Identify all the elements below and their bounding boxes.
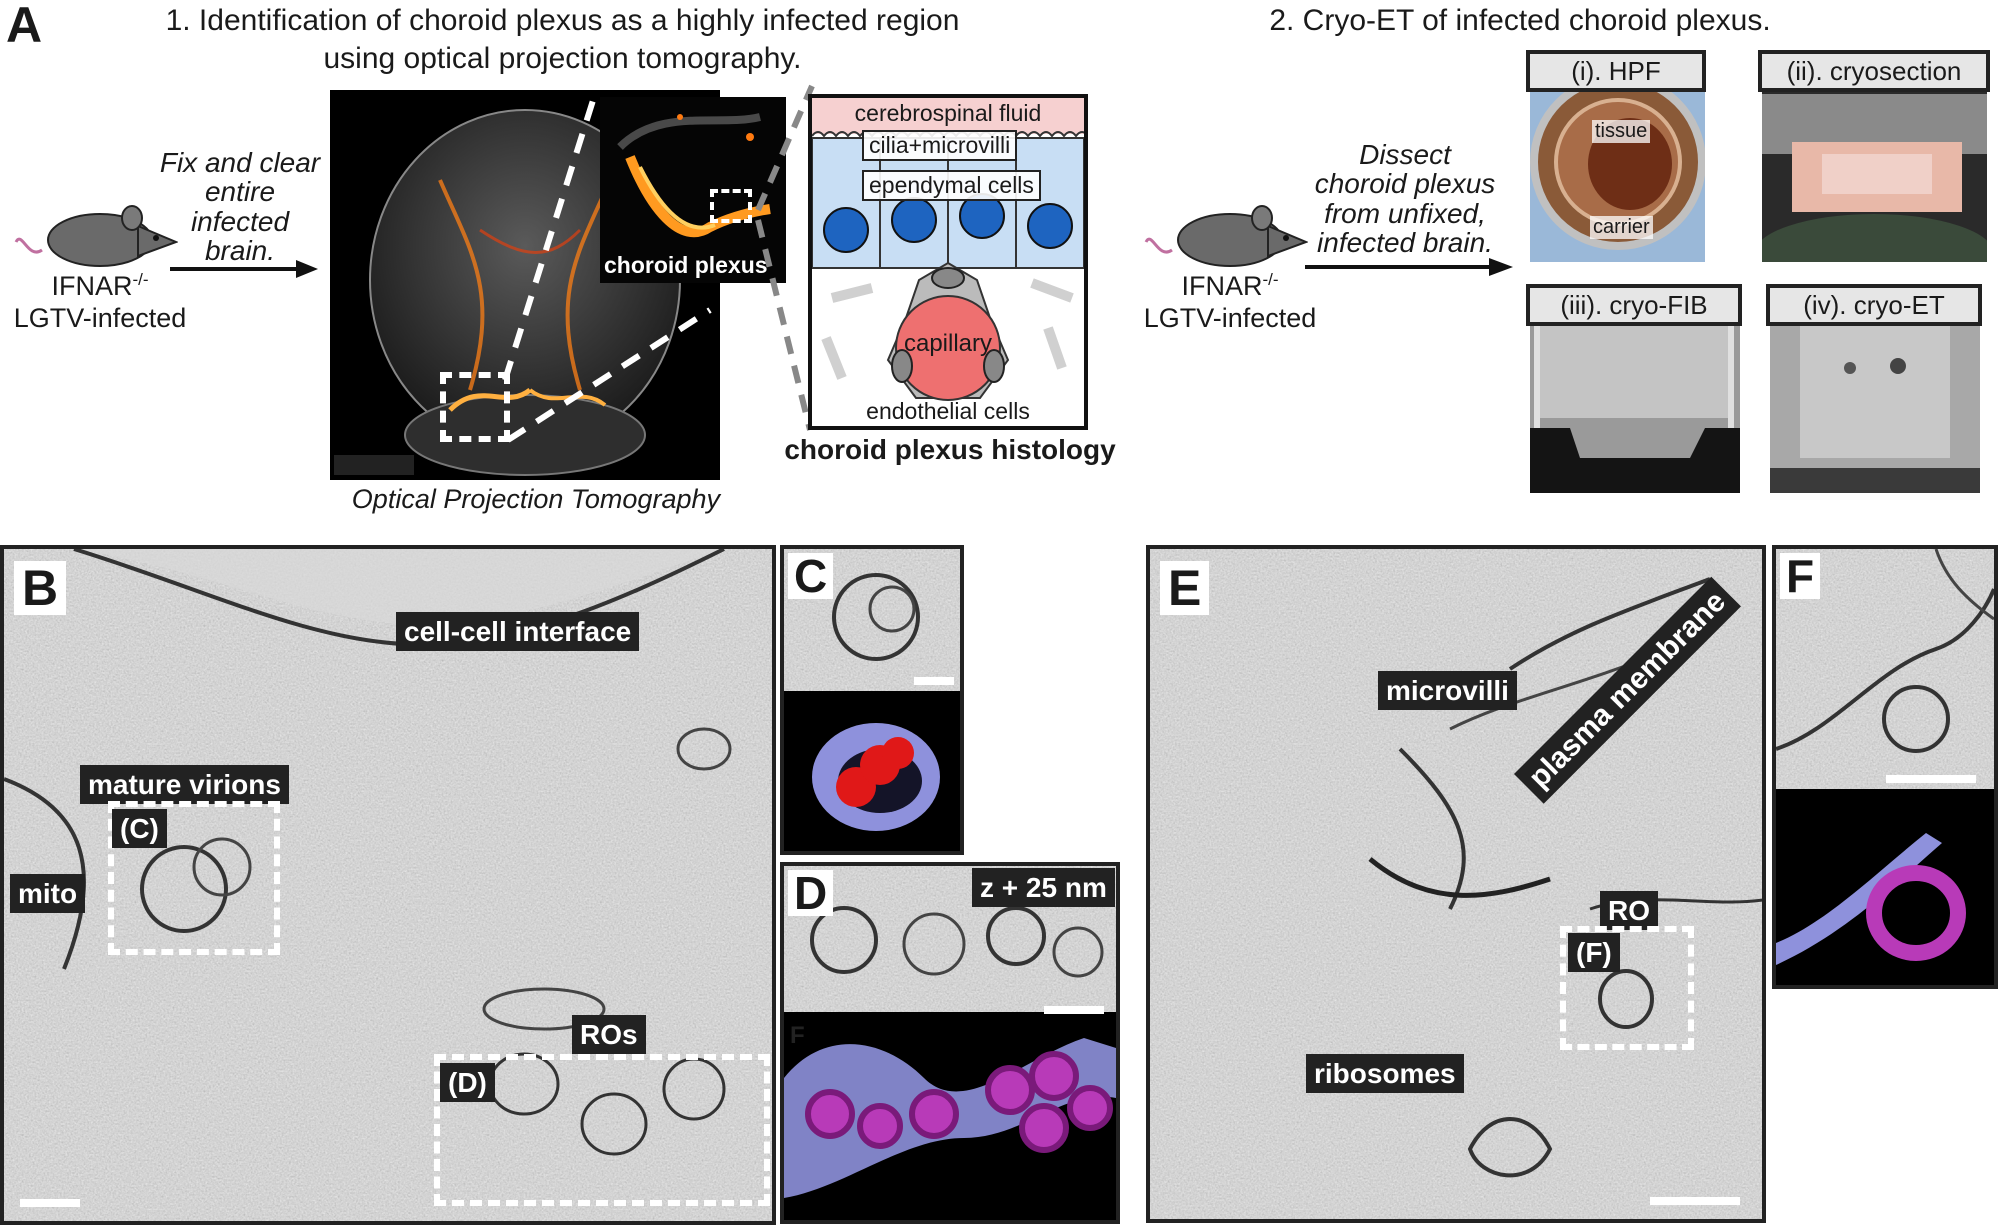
seg-letter: F <box>790 1022 805 1049</box>
arrow-icon <box>170 260 318 278</box>
panel-letter-a: A <box>6 0 43 53</box>
panel-d: z + 25 nm F D <box>780 862 1120 1224</box>
panel-letter-e: E <box>1160 561 1210 615</box>
panel-letter-c: C <box>788 553 834 599</box>
zoom-line-2 <box>755 84 815 431</box>
dissect-text: Dissect choroid plexus from unfixed, inf… <box>1314 139 1496 259</box>
cryoet-image <box>1770 288 1980 493</box>
histology-caption: choroid plexus histology <box>784 434 1116 465</box>
box-c-label: (C) <box>112 809 167 848</box>
microvilli-label: microvilli <box>1378 671 1517 710</box>
ro-membrane-segmentation <box>1776 793 1994 985</box>
endothelial-label: endothelial cells <box>866 398 1030 424</box>
cryoet-title: (iv). cryo-ET <box>1766 284 1982 326</box>
scale-bar-f <box>1886 775 1976 783</box>
ependymal-label: ependymal cells <box>862 170 1041 201</box>
interface-label: cell-cell interface <box>396 612 640 651</box>
panel-f: F <box>1772 545 1998 989</box>
scale-bar-b <box>20 1199 80 1207</box>
capillary-label: capillary <box>903 330 993 357</box>
choroid-inset-label: choroid plexus <box>604 252 768 278</box>
zoom-lines <box>502 93 712 443</box>
step1-title: 1. Identification of choroid plexus as a… <box>165 4 960 76</box>
panel-letter-d: D <box>788 870 834 916</box>
mito-label: mito <box>10 874 86 913</box>
csf-label: cerebrospinal fluid <box>854 100 1042 126</box>
box-f <box>1560 926 1694 1050</box>
z-offset-label: z + 25 nm <box>972 868 1115 907</box>
cilia-label: cilia+microvilli <box>862 130 1018 161</box>
virion-segmentation <box>784 695 960 851</box>
scale-bar-e <box>1650 1197 1740 1205</box>
mouse-label-2: IFNAR-/- LGTV-infected <box>1143 270 1317 334</box>
ros-label: ROs <box>572 1015 646 1054</box>
cryosection-title: (ii). cryosection <box>1758 50 1990 92</box>
tissue-label: tissue <box>1592 120 1651 143</box>
panel-c: C <box>780 545 964 855</box>
choroid-box <box>440 372 510 442</box>
ribosomes-label: ribosomes <box>1306 1054 1464 1093</box>
panel-letter-b: B <box>14 561 67 615</box>
mouse-icon <box>14 205 178 267</box>
ro-label: RO <box>1600 891 1658 930</box>
choroid-inset-image: choroid plexus <box>600 97 786 283</box>
ro-segmentation <box>784 1018 1116 1220</box>
step2-title: 2. Cryo-ET of infected choroid plexus. <box>1269 4 1771 37</box>
panel-e-tomogram: E microvilli plasma membrane RO (F) ribo… <box>1146 545 1766 1223</box>
fix-clear-text: Fix and clear entire infected brain. <box>159 147 321 267</box>
histology-diagram: cerebrospinal fluid cilia+microvilli epe… <box>808 94 1088 430</box>
panel-letter-f: F <box>1780 553 1821 599</box>
arrow-icon-2 <box>1305 258 1513 276</box>
box-d <box>434 1054 770 1206</box>
hpf-title: (i). HPF <box>1526 50 1706 92</box>
cryofib-title: (iii). cryo-FIB <box>1526 284 1742 326</box>
opt-caption: Optical Projection Tomography <box>351 484 720 514</box>
scale-bar-c <box>914 677 954 685</box>
inset-box <box>710 189 752 223</box>
mouse-label: IFNAR-/- LGTV-infected <box>13 270 187 334</box>
box-c <box>108 801 280 955</box>
carrier-label: carrier <box>1590 216 1653 239</box>
panel-b-tomogram: B cell-cell interface mature virions mit… <box>0 545 776 1225</box>
scale-bar-d <box>1044 1006 1104 1014</box>
mouse-icon-2 <box>1144 205 1308 267</box>
box-f-label: (F) <box>1568 933 1620 972</box>
virions-label: mature virions <box>80 765 289 804</box>
box-d-label: (D) <box>440 1063 495 1102</box>
